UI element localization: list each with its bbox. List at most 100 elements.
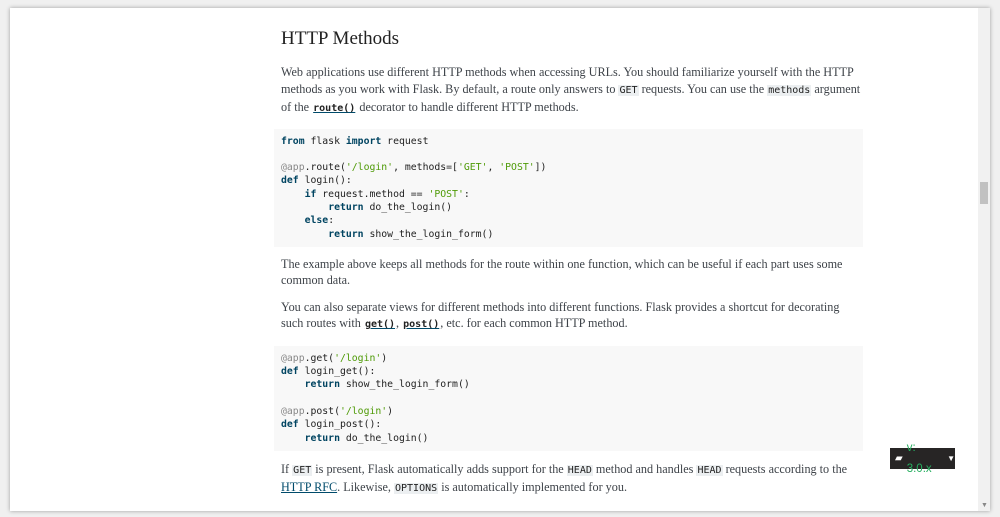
paragraph-example: The example above keeps all methods for … [281, 256, 843, 288]
code-text: : [463, 188, 470, 200]
code-text: : [328, 215, 335, 227]
code-string: 'GET' [457, 162, 488, 174]
section-heading: HTTP Methods [281, 28, 400, 49]
text: You can also separate views for differen… [281, 299, 840, 331]
http-rfc-link[interactable]: HTTP RFC [281, 480, 338, 495]
text: Web applications use different HTTP meth… [281, 65, 854, 96]
inline-code: methods [767, 84, 812, 96]
inline-code: HEAD [566, 464, 593, 476]
paragraph-separate-views: You can also separate views for differen… [281, 299, 863, 334]
code-text: login_post(): [298, 419, 382, 431]
text: decorator to handle different HTTP metho… [356, 100, 579, 114]
code-text: .route( [304, 162, 346, 174]
code-text [281, 433, 305, 444]
code-text [281, 202, 328, 213]
code-line: return do_the_login() [281, 201, 856, 214]
code-text: ]) [534, 162, 547, 174]
link-code: get() [364, 319, 396, 331]
text: , [396, 316, 403, 331]
text: requests according to the [722, 461, 848, 476]
code-text: request [381, 135, 429, 147]
code-keyword: import [345, 135, 382, 147]
code-line: def login_post(): [281, 418, 856, 431]
code-text [281, 229, 328, 240]
book-icon: ▰ [895, 453, 903, 464]
code-text: show_the_login_form() [363, 228, 494, 240]
code-text: do_the_login() [339, 432, 429, 444]
code-text: login(): [298, 175, 352, 187]
code-line: return show_the_login_form() [281, 378, 856, 391]
code-text: login_get(): [298, 366, 376, 378]
document-body: HTTP Methods Web applications use differ… [274, 8, 863, 498]
code-line [281, 148, 856, 161]
code-keyword: def [281, 366, 299, 378]
post-link[interactable]: post() [402, 316, 440, 330]
link-code: route() [313, 103, 356, 114]
code-text [281, 215, 305, 226]
code-line: from flask import request [281, 135, 856, 148]
code-line: else: [281, 214, 856, 227]
code-line: return do_the_login() [281, 432, 856, 445]
code-keyword: return [328, 228, 364, 240]
text: , etc. for each common HTTP method. [440, 316, 628, 331]
code-keyword: return [304, 432, 340, 444]
code-text [281, 189, 305, 200]
code-text: .post( [304, 406, 340, 418]
browser-window: HTTP Methods Web applications use differ… [10, 8, 990, 511]
code-line: if request.method == 'POST': [281, 188, 856, 201]
code-line: @app.route('/login', methods=['GET', 'PO… [281, 161, 856, 174]
code-text: request.method == [316, 188, 429, 200]
code-text: .get( [304, 352, 335, 364]
code-keyword: from [281, 135, 305, 147]
text: is automatically implemented for you. [438, 480, 627, 495]
code-line: @app.get('/login') [281, 352, 856, 365]
caret-down-icon: ▼ [947, 454, 955, 463]
code-text: show_the_login_form() [339, 379, 470, 391]
code-keyword: else [304, 215, 329, 227]
scroll-down-arrow-icon[interactable]: ▼ [981, 501, 988, 509]
version-selector[interactable]: ▰ v: 3.0.x ▼ [890, 442, 955, 475]
code-text: ) [381, 352, 388, 364]
text: requests. You can use the [638, 81, 768, 96]
get-link[interactable]: get() [364, 316, 396, 330]
scrollbar-thumb[interactable] [980, 182, 988, 204]
code-decorator: @app [281, 352, 305, 364]
code-keyword: if [304, 188, 317, 200]
code-block-1: from flask import request @app.route('/l… [274, 128, 863, 247]
paragraph-intro: Web applications use different HTTP meth… [281, 64, 863, 118]
code-text: , [487, 162, 500, 174]
route-link[interactable]: route() [312, 100, 356, 114]
code-line: @app.post('/login') [281, 405, 856, 418]
code-text: flask [304, 135, 346, 147]
code-string: '/login' [339, 406, 388, 418]
code-text: ) [387, 406, 394, 418]
code-keyword: def [281, 419, 299, 431]
version-label: v: 3.0.x [906, 441, 932, 475]
code-keyword: return [328, 201, 364, 213]
code-decorator: @app [281, 406, 305, 418]
code-text [281, 379, 305, 390]
inline-code: GET [292, 464, 313, 476]
text: method and handles [592, 461, 697, 476]
text: is present, Flask automatically adds sup… [312, 461, 567, 476]
code-keyword: return [304, 379, 340, 391]
code-block-2: @app.get('/login')def login_get(): retur… [274, 345, 863, 451]
code-line: return show_the_login_form() [281, 228, 856, 241]
code-line [281, 392, 856, 405]
code-line: def login_get(): [281, 365, 856, 378]
code-string: 'POST' [428, 188, 464, 200]
paragraph-head-options: If GET is present, Flask automatically a… [281, 461, 863, 498]
inline-code: OPTIONS [393, 483, 439, 495]
text: argument of the [281, 81, 861, 115]
text: If [281, 461, 293, 476]
inline-code: GET [618, 84, 639, 96]
link-code: post() [403, 319, 440, 331]
vertical-scrollbar[interactable]: ▼ [978, 8, 990, 511]
code-string: '/login' [334, 352, 382, 364]
code-keyword: def [281, 175, 299, 187]
code-string: 'POST' [499, 162, 535, 174]
code-string: '/login' [345, 162, 394, 174]
code-text: do_the_login() [363, 201, 453, 213]
text: . Likewise, [337, 480, 394, 495]
code-line: def login(): [281, 174, 856, 187]
